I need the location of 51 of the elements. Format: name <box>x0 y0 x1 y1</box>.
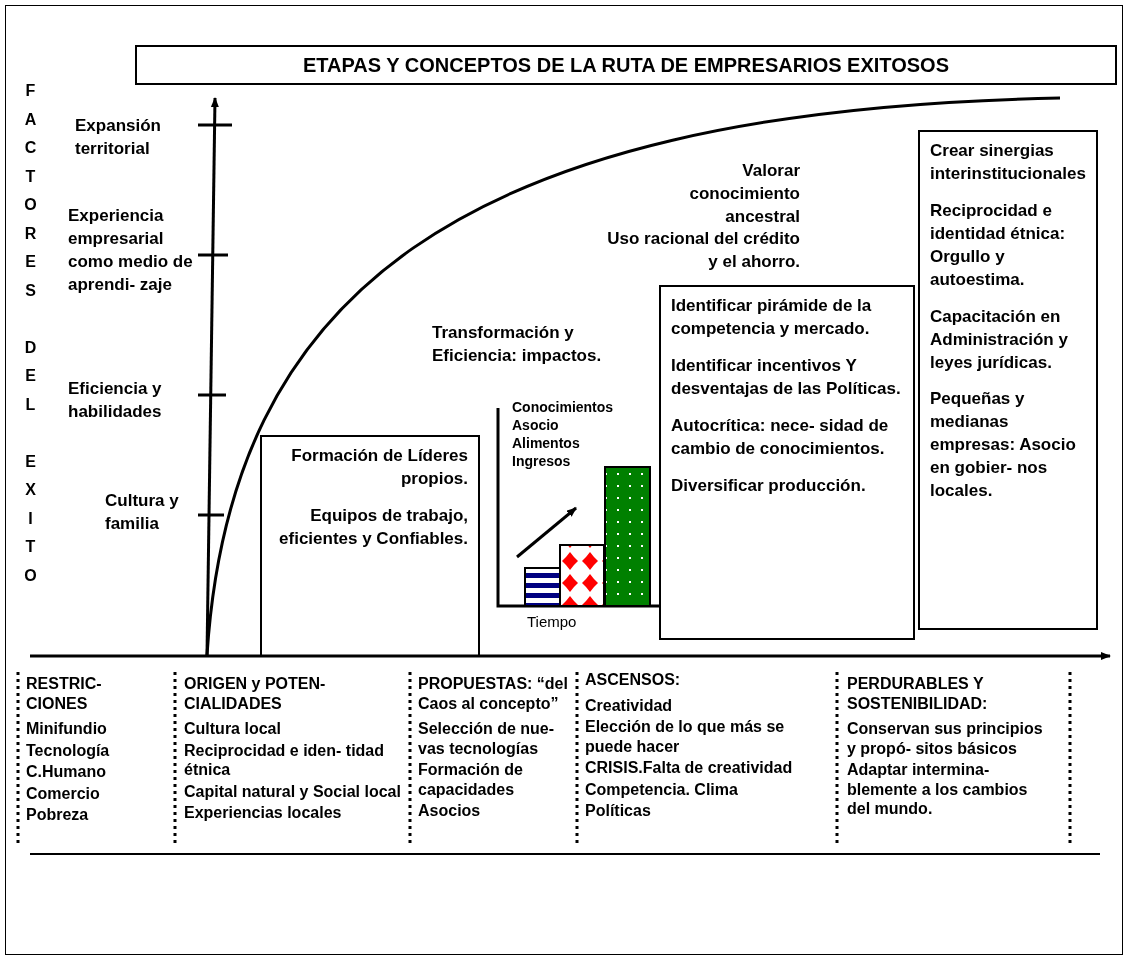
series-label: Alimentos <box>512 434 581 453</box>
text-box <box>918 130 1098 630</box>
list-item: Creatividad <box>585 695 674 716</box>
series-label: Ingresos <box>512 452 572 471</box>
axis-label: Tiempo <box>527 612 578 632</box>
box-text: Diversificar producción. <box>671 474 867 497</box>
factor-label: Cultura y familia <box>105 490 180 535</box>
factor-label: Valorar conocimiento ancestral <box>688 160 800 228</box>
list-item: CRISIS.Falta de creatividad <box>585 758 794 778</box>
box-text: Autocrítica: nece- sidad de cambio de conocimientos. <box>671 414 890 460</box>
list-item: Elección de lo que más se puede hacer <box>585 717 786 757</box>
box-text: Capacitación en Administración y leyes jurídicas. <box>930 305 1069 374</box>
axis-title: FACTORES DEL EXITO <box>22 82 38 595</box>
factor-label: Transformación y Eficiencia: impactos. <box>432 322 603 367</box>
factor-label: Expansión territorial <box>75 115 162 160</box>
list-item: Minifundio <box>26 719 108 739</box>
list-item: Conservan sus principios y propó- sitos básicos <box>847 719 1044 759</box>
column-heading: PERDURABLES Y SOSTENIBILIDAD: <box>847 674 989 714</box>
box-text: Crear sinergias interinstitucionales <box>930 140 1086 185</box>
list-item: Políticas <box>585 801 652 821</box>
box-text: Equipos de trabajo, eficientes y Confiables. <box>278 504 468 550</box>
list-item: Pobreza <box>26 805 90 825</box>
list-item: Tecnología <box>26 740 111 761</box>
box-text: Reciprocidad e identidad étnica: Orgullo y autoestima. <box>930 199 1067 291</box>
series-label: Conocimientos <box>512 398 615 417</box>
list-item: Selección de nue- vas tecnologías <box>418 719 556 759</box>
column-heading: ASCENSOS: <box>585 670 682 690</box>
text-box <box>260 435 480 657</box>
list-item: Formación de capacidades <box>418 760 524 800</box>
box-text: Formación de Líderes propios. <box>290 445 468 490</box>
list-item: Experiencias locales <box>184 803 343 823</box>
box-text: Pequeñas y medianas empresas: Asocio en gobier- nos locales. <box>930 388 1077 503</box>
factor-label: Eficiencia y habilidades <box>68 378 163 423</box>
list-item: Competencia. Clima <box>585 779 739 800</box>
list-item: Reciprocidad e iden- tidad étnica <box>184 740 386 780</box>
list-item: Comercio <box>26 783 101 804</box>
list-item: C.Humano <box>26 762 107 782</box>
column-heading: PROPUESTAS: “del Caos al concepto” <box>418 674 569 714</box>
box-text: Identificar pirámide de la competencia y mercado. <box>671 295 873 340</box>
column-heading: RESTRIC- CIONES <box>26 674 103 714</box>
factor-label: Uso racional del crédito y el ahorro. <box>606 228 800 273</box>
text-box <box>659 285 915 640</box>
title-banner: ETAPAS Y CONCEPTOS DE LA RUTA DE EMPRESARIOS EXITOSOS <box>135 45 1117 85</box>
list-item: Cultura local <box>184 719 282 739</box>
list-item: Capital natural y Social local <box>184 781 401 802</box>
list-item: Adaptar intermina- blemente a los cambios del mundo. <box>847 760 1029 819</box>
box-text: Identificar incentivos Y desventajas de las Políticas. <box>671 354 902 400</box>
factor-label: Experiencia empresarial como medio de aprendi- zaje <box>68 205 194 296</box>
list-item: Asocios <box>418 801 482 821</box>
column-heading: ORIGEN y POTEN- CIALIDADES <box>184 674 327 714</box>
series-label: Asocio <box>512 416 560 435</box>
